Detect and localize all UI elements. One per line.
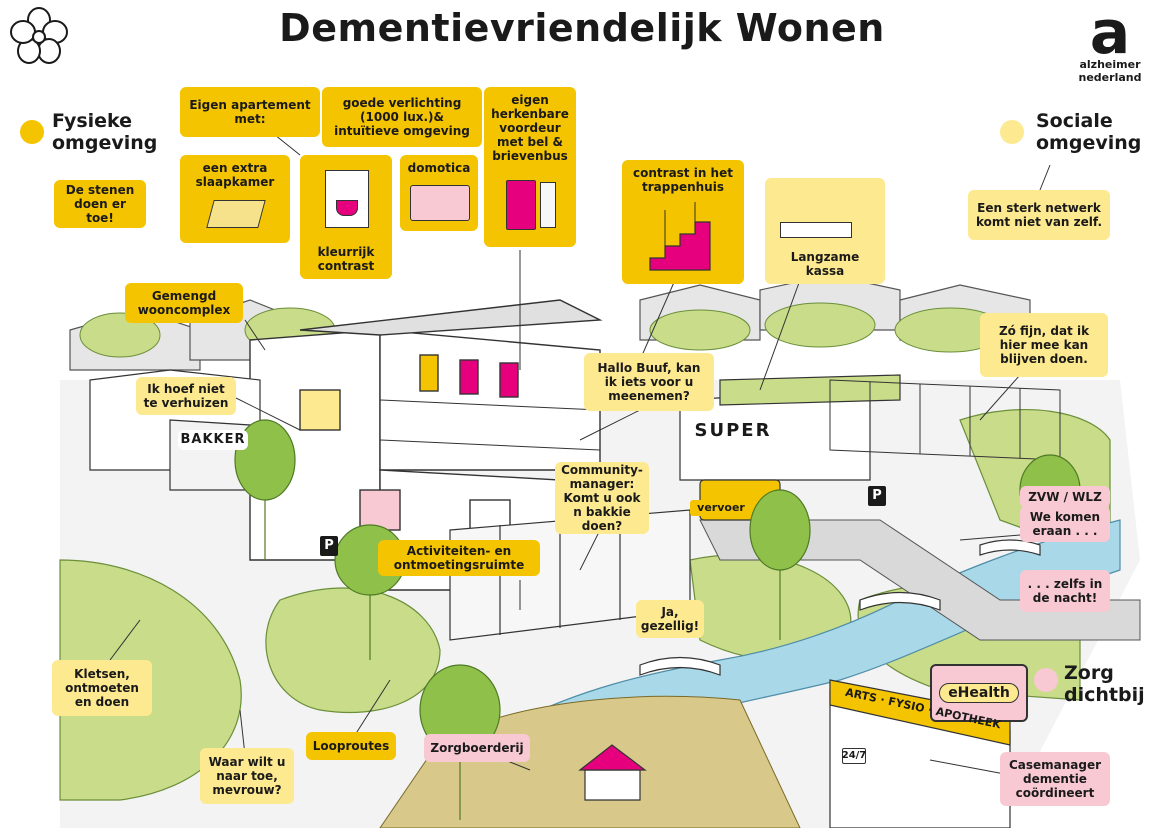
label-waar: Waar wilt u naar toe, mevrouw?: [200, 748, 294, 804]
bridges: [639, 539, 1041, 676]
social-dot-icon: [1000, 120, 1024, 144]
label-verlichting: goede verlichting (1000 lux.)& intuïtiev…: [322, 87, 482, 147]
tablet-icon: [410, 185, 470, 221]
apartment-building: [249, 299, 603, 591]
page-title: Dementievriendelijk Wonen: [279, 6, 885, 50]
lamp-icon: [325, 170, 369, 228]
label-stenen: De stenen doen er toe!: [54, 180, 146, 228]
physical-dot-icon: [20, 120, 44, 144]
stairs-icon: [649, 202, 711, 271]
farm-house: [578, 744, 647, 801]
callout-lines: [109, 114, 1051, 776]
label-activiteiten: Activiteiten- en ontmoetingsruimte: [378, 540, 540, 576]
label-kletsen: Kletsen, ontmoeten en doen: [52, 660, 152, 716]
cashier-icon: [780, 222, 852, 238]
label-looproutes: Looproutes: [306, 732, 396, 760]
sign-bakker: BAKKER: [178, 430, 248, 450]
category-social: Sociale omgeving: [1036, 110, 1142, 154]
door-icon: [506, 180, 536, 230]
sign-parking-right: P: [868, 486, 886, 506]
label-nacht: . . . zelfs in de nacht!: [1020, 570, 1110, 612]
label-netwerk: Een sterk netwerk komt niet van zelf.: [968, 190, 1110, 240]
ehealth-tablet: eHealth: [930, 664, 1028, 722]
label-verhuizen: Ik hoef niet te verhuizen: [136, 377, 236, 415]
label-eigen-apartement: Eigen apartement met:: [180, 87, 320, 137]
flower-icon: [10, 7, 68, 64]
label-zvw: ZVW / WLZ: [1020, 486, 1110, 508]
brand-logo-letter: a: [1089, 0, 1131, 68]
category-care: Zorg dichtbij: [1064, 662, 1145, 706]
label-fijn: Zó fijn, dat ik hier mee kan blijven doe…: [980, 313, 1108, 377]
door-window-icon: [540, 182, 556, 228]
label-zorgboerderij: Zorgboerderij: [424, 734, 530, 762]
contrast-cup-icon: [336, 200, 358, 216]
label-casemanager: Casemanager dementie coördineert: [1000, 752, 1110, 806]
label-kassa: Langzame kassa: [765, 178, 885, 284]
category-physical: Fysieke omgeving: [52, 110, 158, 154]
care-dot-icon: [1034, 668, 1058, 692]
alzheimer-nederland-logo[interactable]: a alzheimer nederland: [1070, 0, 1150, 84]
bed-icon: [206, 200, 266, 228]
sign-super: SUPER: [688, 418, 778, 444]
brand-name-line1: alzheimer: [1079, 58, 1141, 71]
ehealth-label: eHealth: [939, 683, 1019, 703]
sign-parking-left: P: [320, 536, 338, 556]
label-gemengd: Gemengd wooncomplex: [125, 283, 243, 323]
label-buuf: Hallo Buuf, kan ik iets voor u meenemen?: [584, 353, 714, 411]
label-slaapkamer: een extra slaapkamer: [180, 155, 290, 243]
label-komen: We komen eraan . . .: [1020, 506, 1110, 542]
sign-open-247: 24/7: [842, 748, 866, 764]
label-community: Community-manager: Komt u ook n bakkie d…: [555, 462, 649, 534]
label-gezellig: Ja, gezellig!: [636, 600, 704, 638]
label-kleurrijk: kleurrijk contrast: [300, 155, 392, 279]
brand-name-line2: nederland: [1078, 71, 1142, 84]
sign-vervoer: vervoer: [690, 500, 752, 516]
